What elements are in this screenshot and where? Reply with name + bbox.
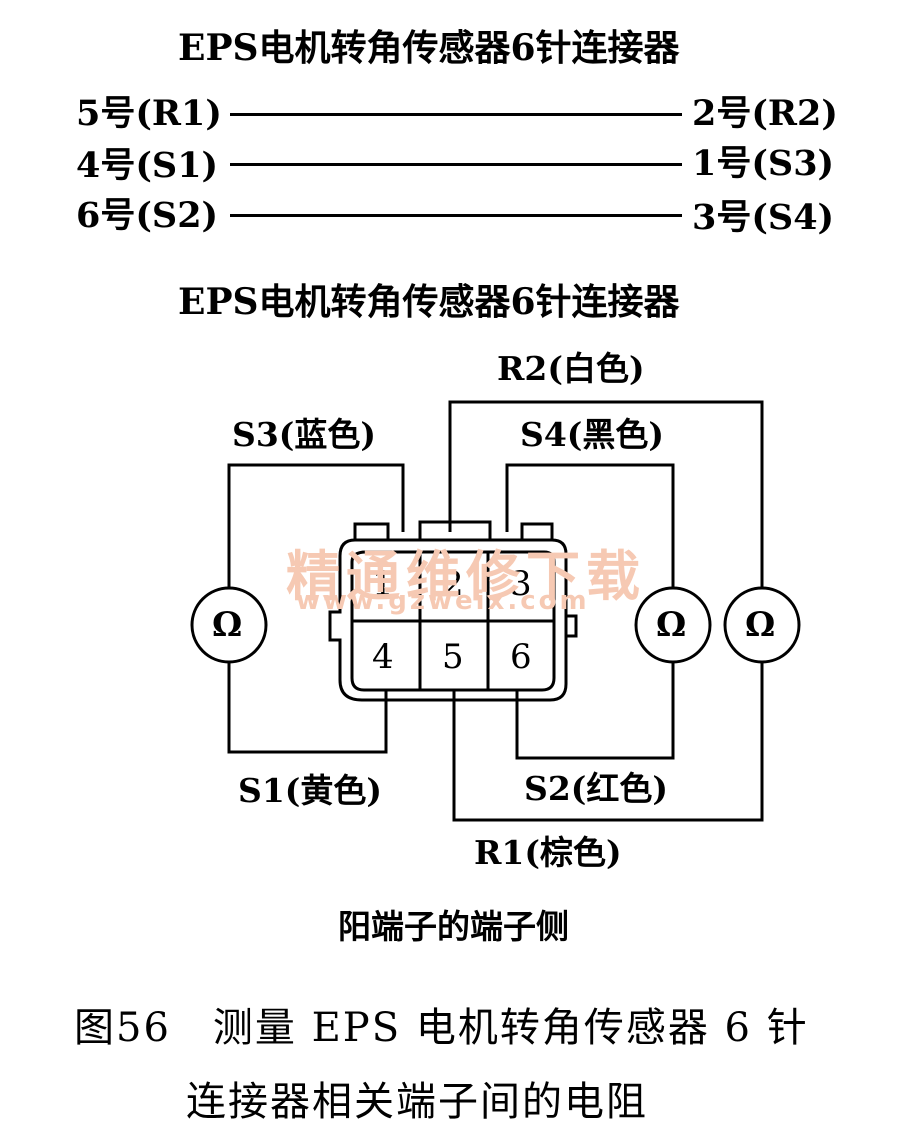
wire-r2 <box>448 400 764 590</box>
pair-1-left: 5号(R1) <box>76 93 222 134</box>
wire-s1 <box>227 660 388 754</box>
wire-r1 <box>452 660 764 822</box>
pair-2-left: 4号(S1) <box>76 145 219 186</box>
wire-label-s4: S4(黑色) <box>520 415 665 454</box>
pair-2-right: 1号(S3) <box>692 143 835 184</box>
ohm-symbol-left: Ω <box>212 605 243 645</box>
ohm-symbol-right: Ω <box>745 605 776 645</box>
pair-2-line <box>230 163 682 166</box>
figure-caption-line1: 图56 测量 EPS 电机转角传感器 6 针 <box>74 1005 809 1051</box>
wire-label-s2: S2(红色) <box>524 769 669 808</box>
wire-s2 <box>515 660 675 760</box>
wire-label-s3: S3(蓝色) <box>232 415 377 454</box>
pin-6: 6 <box>510 637 532 677</box>
wire-label-r1: R1(棕色) <box>474 833 622 872</box>
pair-3-left: 6号(S2) <box>76 195 219 236</box>
ohm-symbol-middle: Ω <box>656 605 687 645</box>
wire-label-r2: R2(白色) <box>497 349 645 388</box>
terminal-side-label: 阳端子的端子侧 <box>338 907 569 946</box>
watermark-cn: 精通维修下载 <box>286 545 646 608</box>
wire-s4 <box>505 463 675 590</box>
pin-5: 5 <box>442 637 464 677</box>
ohmmeter-right <box>723 586 801 664</box>
pin-1: 1 <box>372 564 394 604</box>
watermark-url: www.gzweix.com <box>296 586 590 616</box>
wire-s3 <box>227 463 405 590</box>
pin-2: 2 <box>442 564 464 604</box>
wire-label-s1: S1(黄色) <box>238 771 383 810</box>
connector-body <box>328 520 578 702</box>
figure-caption-line2: 连接器相关端子间的电阻 <box>186 1079 648 1125</box>
ohmmeter-left <box>190 586 268 664</box>
ohmmeter-middle <box>634 586 712 664</box>
pair-3-line <box>230 214 682 217</box>
pin-3: 3 <box>510 564 532 604</box>
pin-4: 4 <box>372 637 394 677</box>
pair-1-right: 2号(R2) <box>692 93 838 134</box>
pair-1-line <box>230 113 682 116</box>
top-title: EPS电机转角传感器6针连接器 <box>178 27 680 69</box>
pair-3-right: 3号(S4) <box>692 197 835 238</box>
diagram-title: EPS电机转角传感器6针连接器 <box>178 281 680 323</box>
